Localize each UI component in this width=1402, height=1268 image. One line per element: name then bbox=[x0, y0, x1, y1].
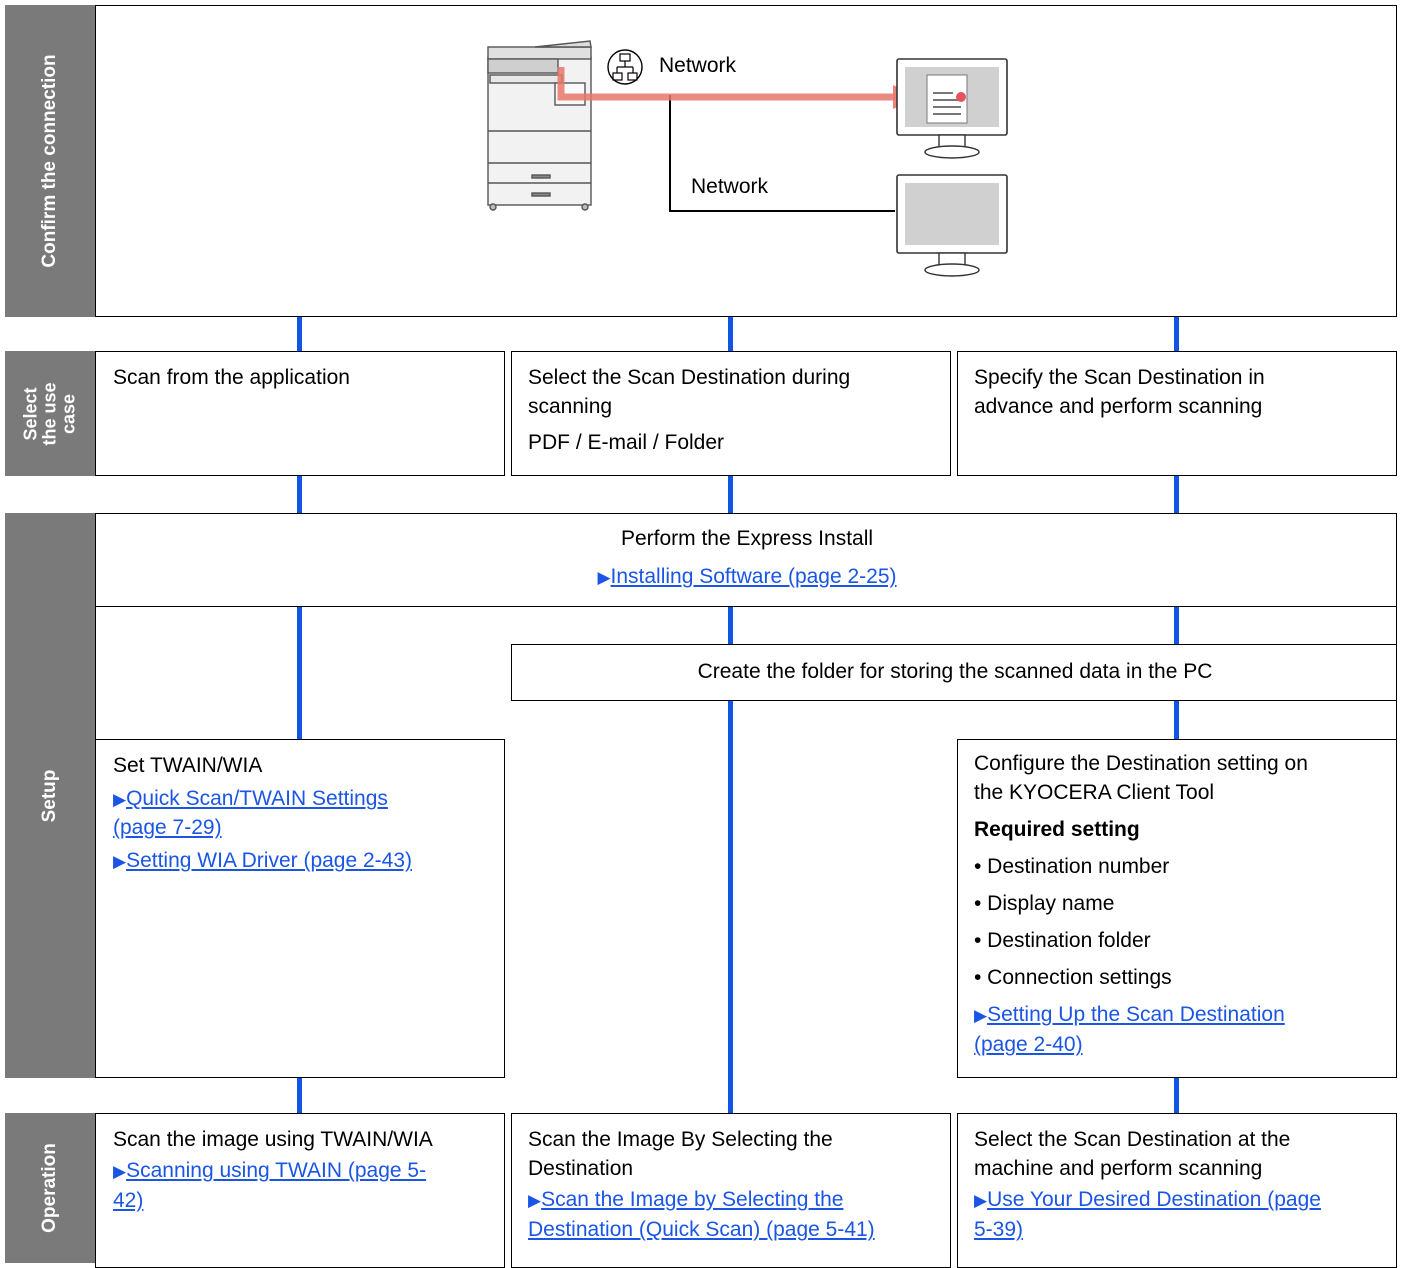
connector bbox=[1174, 317, 1179, 351]
use-desired-destination-link[interactable]: 5-39) bbox=[974, 1218, 1024, 1241]
network-label: Network bbox=[659, 54, 737, 77]
band-confirm-connection: Confirm the connection bbox=[5, 5, 95, 317]
use-case-select-destination: Select the Scan Destination during scann… bbox=[511, 351, 951, 476]
setting-wia-driver-link[interactable]: Setting WIA Driver (page 2-43) bbox=[126, 849, 413, 872]
operation-select-destination: Scan the Image By Selecting the Destinat… bbox=[511, 1113, 951, 1268]
scanning-using-twain-link[interactable]: 42) bbox=[113, 1189, 144, 1212]
setting-up-scan-destination-link[interactable]: (page 2-40) bbox=[974, 1033, 1083, 1056]
scanning-using-twain-link[interactable]: Scanning using TWAIN (page 5- bbox=[126, 1159, 427, 1182]
arrow-right-icon: ▶ bbox=[528, 1191, 542, 1210]
connector bbox=[1174, 701, 1179, 739]
connector bbox=[1174, 476, 1179, 513]
quick-scan-twain-settings-link[interactable]: (page 7-29) bbox=[113, 816, 222, 839]
band-label: Operation bbox=[39, 1143, 60, 1233]
setup-express-install: Perform the Express Install ▶Installing … bbox=[95, 513, 1397, 607]
list-item: • Connection settings bbox=[974, 966, 1172, 989]
quick-scan-twain-settings-link[interactable]: Quick Scan/TWAIN Settings bbox=[126, 787, 388, 810]
computer-icon bbox=[896, 58, 1008, 159]
use-desired-destination-link[interactable]: Use Your Desired Destination (page bbox=[987, 1188, 1321, 1211]
arrow-right-icon: ▶ bbox=[974, 1191, 988, 1210]
arrow-right-icon: ▶ bbox=[113, 790, 127, 809]
connector bbox=[728, 317, 733, 351]
band-label: Setup bbox=[39, 769, 60, 822]
setting-up-scan-destination-link[interactable]: Setting Up the Scan Destination bbox=[987, 1003, 1285, 1026]
setup-create-folder: Create the folder for storing the scanne… bbox=[511, 644, 1397, 701]
setup-destination-config: Configure the Destination setting on the… bbox=[957, 739, 1397, 1078]
quick-scan-link[interactable]: Destination (Quick Scan) (page 5-41) bbox=[528, 1218, 875, 1241]
network-cable bbox=[669, 95, 895, 212]
band-select-use-case: Select the use case bbox=[5, 351, 95, 476]
network-icon bbox=[607, 49, 643, 85]
list-item: • Display name bbox=[974, 892, 1115, 915]
band-setup: Setup bbox=[5, 513, 95, 1078]
setup-twain-wia: Set TWAIN/WIA ▶Quick Scan/TWAIN Settings… bbox=[95, 739, 505, 1078]
connector bbox=[297, 476, 302, 513]
use-case-specify-destination: Specify the Scan Destination in advance … bbox=[957, 351, 1397, 476]
arrow-right-icon: ▶ bbox=[597, 568, 611, 587]
band-operation: Operation bbox=[5, 1113, 95, 1263]
network-label: Network bbox=[691, 175, 769, 198]
band-label: Select the use case bbox=[20, 381, 79, 446]
arrow-right-icon: ▶ bbox=[113, 1162, 127, 1181]
connection-panel: Network Network bbox=[95, 5, 1397, 317]
installing-software-link[interactable]: Installing Software (page 2-25) bbox=[610, 565, 897, 588]
list-item: • Destination number bbox=[974, 855, 1170, 878]
arrow-right-icon: ▶ bbox=[113, 852, 127, 871]
band-label: Confirm the connection bbox=[39, 54, 60, 268]
connector bbox=[297, 607, 302, 739]
computer-icon bbox=[896, 174, 1008, 277]
connector bbox=[297, 317, 302, 351]
printer-icon bbox=[487, 40, 592, 211]
connector bbox=[297, 1078, 302, 1113]
list-item: • Destination folder bbox=[974, 929, 1151, 952]
connector bbox=[1174, 607, 1179, 644]
connector bbox=[728, 607, 733, 644]
operation-twain: Scan the image using TWAIN/WIA ▶Scanning… bbox=[95, 1113, 505, 1268]
quick-scan-link[interactable]: Scan the Image by Selecting the bbox=[541, 1188, 844, 1211]
connector bbox=[728, 476, 733, 513]
use-case-application: Scan from the application bbox=[95, 351, 505, 476]
operation-machine-destination: Select the Scan Destination at the machi… bbox=[957, 1113, 1397, 1268]
connection-illustration bbox=[487, 40, 1008, 277]
arrow-right-icon: ▶ bbox=[974, 1006, 988, 1025]
connector bbox=[1174, 1078, 1179, 1113]
connector bbox=[728, 701, 733, 1078]
required-setting-heading: Required setting bbox=[974, 818, 1140, 841]
